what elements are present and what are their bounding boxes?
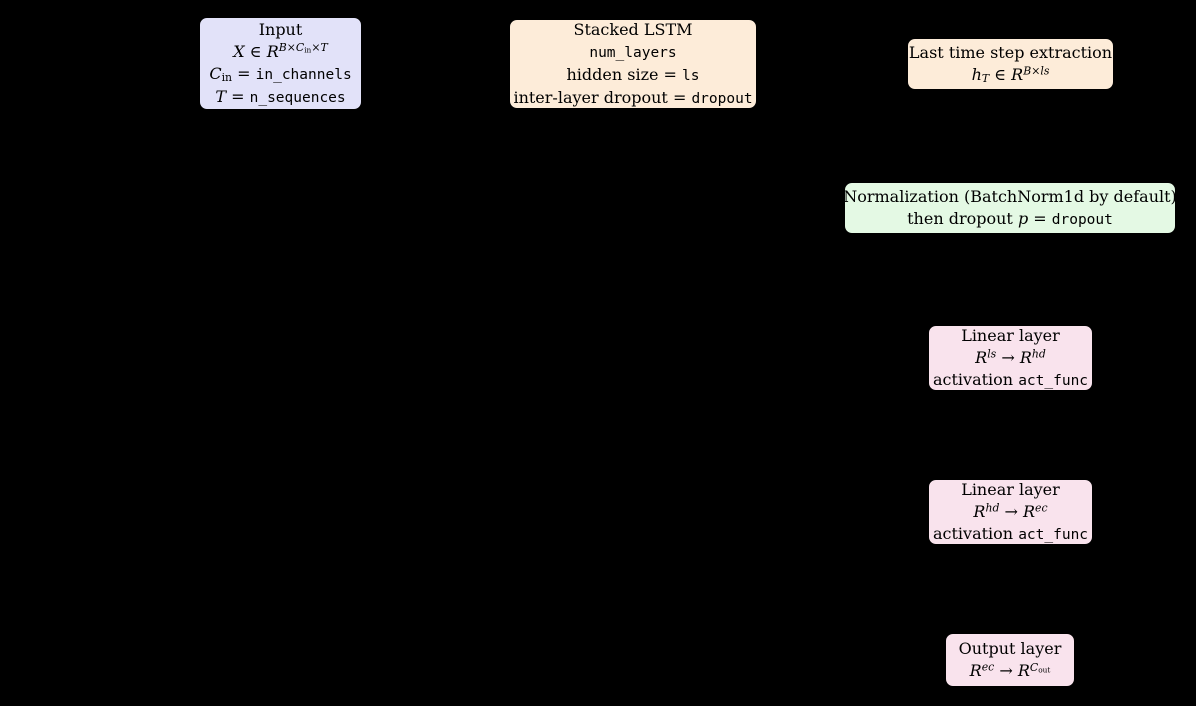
node-title: Last time step extraction xyxy=(908,43,1113,62)
output-layer-node: Output layer Rec → RCout xyxy=(945,633,1075,687)
node-line: inter-layer dropout = dropout xyxy=(513,87,753,107)
node-title: Output layer xyxy=(958,639,1062,658)
node-line: activation act_func xyxy=(932,369,1089,389)
node-title: Input xyxy=(258,19,303,39)
node-line: Rec → RCout xyxy=(969,660,1051,680)
node-title: Linear layer xyxy=(961,479,1060,499)
node-line: Rhd → Rec xyxy=(973,501,1048,521)
node-line: X ∈ RB×Cin×T xyxy=(233,41,328,61)
linear-layer-1-node: Linear layer Rls → Rhd activation act_fu… xyxy=(928,325,1093,391)
node-line: hidden size = ls xyxy=(566,64,700,84)
node-line: then dropout p = dropout xyxy=(907,208,1113,228)
last-time-step-node: Last time step extraction hT ∈ RB×ls xyxy=(907,38,1114,90)
node-line: Cin = in_channels xyxy=(209,63,352,84)
node-title: Normalization (BatchNorm1d by default) xyxy=(843,186,1177,206)
node-line: activation act_func xyxy=(932,523,1089,543)
node-line: T = n_sequences xyxy=(215,86,346,106)
stacked-lstm-node: Stacked LSTM num_layers hidden size = ls… xyxy=(509,19,757,109)
node-line: hT ∈ RB×ls xyxy=(971,64,1050,86)
node-title: Linear layer xyxy=(961,325,1060,345)
node-line: Rls → Rhd xyxy=(975,347,1046,367)
input-node: Input X ∈ RB×Cin×T Cin = in_channels T =… xyxy=(199,17,362,110)
node-title: Stacked LSTM xyxy=(573,19,693,39)
linear-layer-2-node: Linear layer Rhd → Rec activation act_fu… xyxy=(928,479,1093,545)
normalization-node: Normalization (BatchNorm1d by default) t… xyxy=(843,182,1177,234)
node-line: num_layers xyxy=(589,44,677,61)
